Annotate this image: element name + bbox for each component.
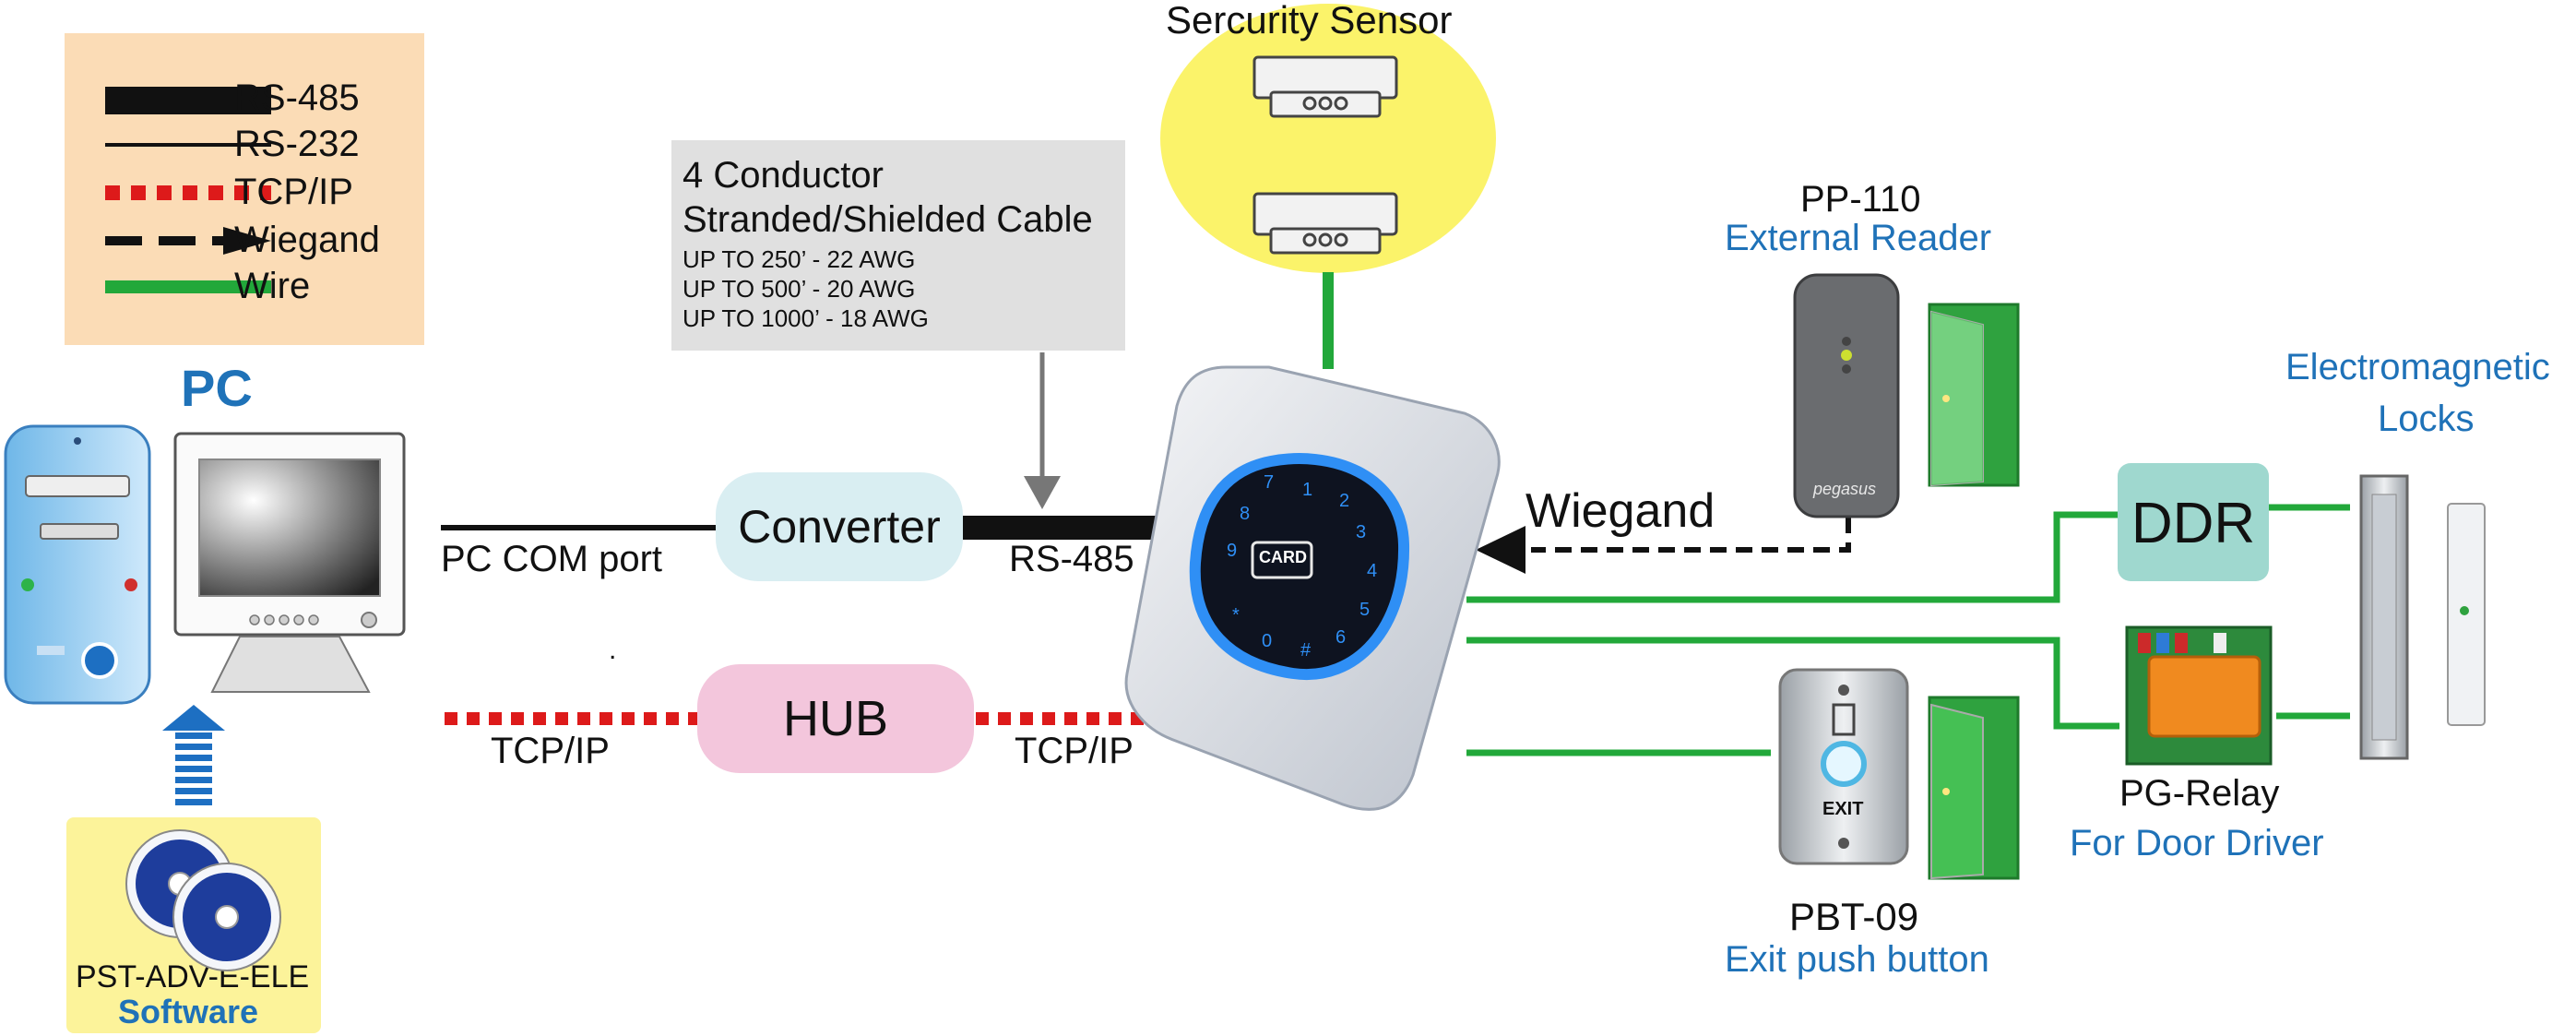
legend-item-wiegand: Wiegand: [65, 218, 424, 264]
tcp-label-left: TCP/IP: [491, 731, 610, 771]
cable-spec: UP TO 250’ - 22 AWG: [683, 245, 916, 273]
legend-swatch-thin: [105, 143, 271, 147]
ddr-label: DDR: [2131, 492, 2256, 555]
keypad-key: 5: [1359, 600, 1371, 620]
reader-brand: pegasus: [1813, 480, 1877, 498]
upload-arrow-icon: [162, 705, 225, 805]
sensor-zone: [1160, 4, 1496, 273]
access-controller-device: [1124, 365, 1501, 811]
exit-button-model: PBT-09: [1789, 895, 1919, 938]
legend-item-rs485: RS-485: [65, 76, 424, 122]
legend-label: RS-485: [234, 77, 360, 118]
rs485-label: RS-485: [1009, 539, 1134, 579]
keypad-key: 3: [1356, 522, 1367, 542]
pc-tower-icon: [4, 424, 151, 705]
exit-button-face: EXIT: [1822, 799, 1864, 819]
door-icon: [1928, 303, 2020, 487]
card-zone-label: CARD: [1259, 548, 1307, 566]
keypad-key: 8: [1240, 504, 1251, 524]
cable-pointer-head: [1024, 476, 1061, 509]
converter-box: Converter: [716, 472, 963, 581]
legend-label: TCP/IP: [234, 172, 353, 212]
keypad-key: 4: [1367, 561, 1378, 581]
legend-item-rs232: RS-232: [65, 122, 424, 168]
cable-spec: UP TO 500’ - 20 AWG: [683, 275, 916, 303]
hub-box: HUB: [697, 664, 974, 773]
keypad-key: 2: [1339, 491, 1350, 511]
keypad-key: 7: [1264, 472, 1275, 493]
ddr-wire: [1466, 511, 2119, 603]
keypad-key: 0: [1262, 631, 1273, 651]
cable-title-line2: Stranded/Shielded Cable: [683, 199, 1093, 240]
relay-wire: [1466, 637, 2119, 730]
keypad-key: 6: [1335, 627, 1347, 648]
door-icon: [1928, 696, 2020, 880]
reader-description: External Reader: [1725, 218, 1992, 258]
sensor-title: Sercurity Sensor: [1166, 0, 1453, 42]
door-sensor-icon: [1252, 192, 1398, 255]
cable-spec-box: 4 Conductor Stranded/Shielded Cable UP T…: [671, 140, 1125, 351]
external-reader-icon: [1793, 273, 1900, 518]
relay-description: For Door Driver: [2070, 823, 2324, 863]
door-sensor-icon: [1252, 55, 1398, 118]
wiegand-arrowhead: [1476, 526, 1525, 574]
legend-item-wire: Wire: [65, 264, 424, 310]
software-label: Software: [118, 993, 259, 1030]
exit-button-description: Exit push button: [1725, 939, 1989, 980]
cable-spec: UP TO 1000’ - 18 AWG: [683, 304, 929, 332]
legend-label: Wire: [234, 266, 311, 306]
legend-swatch-thick: [105, 87, 271, 114]
cable-title-line1: 4 Conductor: [683, 155, 884, 196]
legend-label: RS-232: [234, 124, 360, 164]
pc-label: PC: [181, 359, 253, 417]
legend: RS-485 RS-232 TCP/IP Wiegand Wire: [65, 33, 424, 345]
locks-label-line1: Electromagnetic: [2285, 347, 2550, 387]
electromagnetic-lock-icon: [2359, 474, 2486, 760]
legend-swatch-green: [105, 280, 271, 293]
exit-push-button-icon: [1778, 668, 1909, 865]
pg-relay-board-icon: [2125, 625, 2273, 766]
relay-model: PG-Relay: [2119, 773, 2280, 814]
keypad-key: *: [1232, 605, 1240, 625]
software-name: PST-ADV-E-ELE: [76, 959, 310, 994]
locks-label-line2: Locks: [2378, 399, 2475, 439]
pc-monitor-icon: [173, 432, 406, 693]
reader-model: PP-110: [1800, 179, 1921, 220]
pc-com-port-label: PC COM port: [441, 539, 663, 579]
keypad-key: 9: [1227, 541, 1238, 561]
keypad-key: #: [1300, 640, 1312, 661]
stray-dot: .: [609, 635, 617, 665]
wiegand-label: Wiegand: [1525, 484, 1715, 538]
tcp-label-right: TCP/IP: [1015, 731, 1134, 771]
legend-label: Wiegand: [234, 220, 380, 260]
ddr-box: [2118, 463, 2269, 581]
legend-swatch-dashed-arrow: [105, 227, 271, 255]
wiegand-line: [1531, 517, 1851, 553]
legend-swatch-dotted: [105, 185, 271, 200]
keypad-key: 1: [1302, 480, 1313, 500]
legend-item-tcpip: TCP/IP: [65, 170, 424, 216]
